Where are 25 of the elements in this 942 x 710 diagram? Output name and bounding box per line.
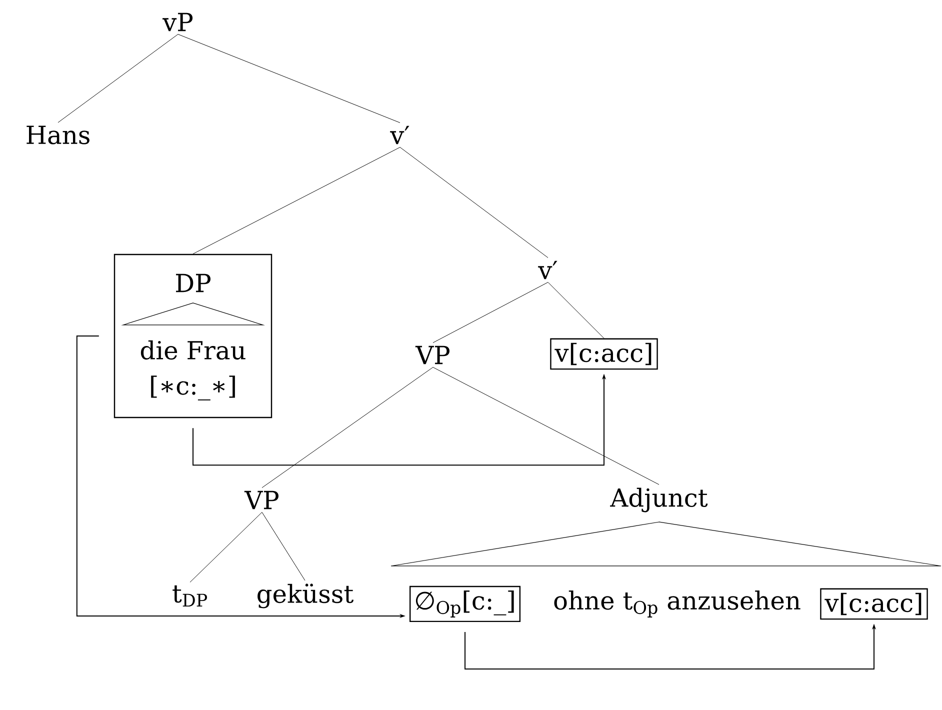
tree-branch — [432, 367, 660, 485]
tree-branch — [262, 367, 434, 488]
boxed-label: v[c:acc] — [550, 338, 658, 370]
tree-label: vP — [162, 12, 193, 32]
tree-label: v′ — [538, 260, 558, 280]
tree-branch — [192, 147, 400, 254]
boxed-label: ∅$_{Op}$[c:_] — [409, 586, 521, 622]
tree-branch — [58, 34, 178, 123]
dp-box: DP die Frau [∗c:_∗] — [114, 254, 272, 418]
tree-branch — [432, 282, 548, 343]
tree-branch — [178, 34, 400, 123]
tree-label: VP — [244, 490, 278, 510]
tree-label: Adjunct — [610, 488, 708, 512]
boxed-label: v[c:acc] — [820, 588, 928, 620]
tree-label: t$_{DP}$ — [172, 585, 207, 607]
tree-branch — [262, 512, 306, 581]
tree-branch — [400, 147, 548, 258]
phrase-text: ohne t$_{Op}$ anzusehen — [554, 590, 800, 618]
triangle — [390, 522, 942, 566]
tree-label: Hans — [26, 126, 90, 144]
tree-branch — [548, 282, 604, 339]
tree-branch — [190, 512, 262, 582]
tree-label: geküsst — [258, 584, 354, 608]
tree-label: v′ — [390, 126, 410, 144]
tree-label: VP — [415, 346, 450, 364]
